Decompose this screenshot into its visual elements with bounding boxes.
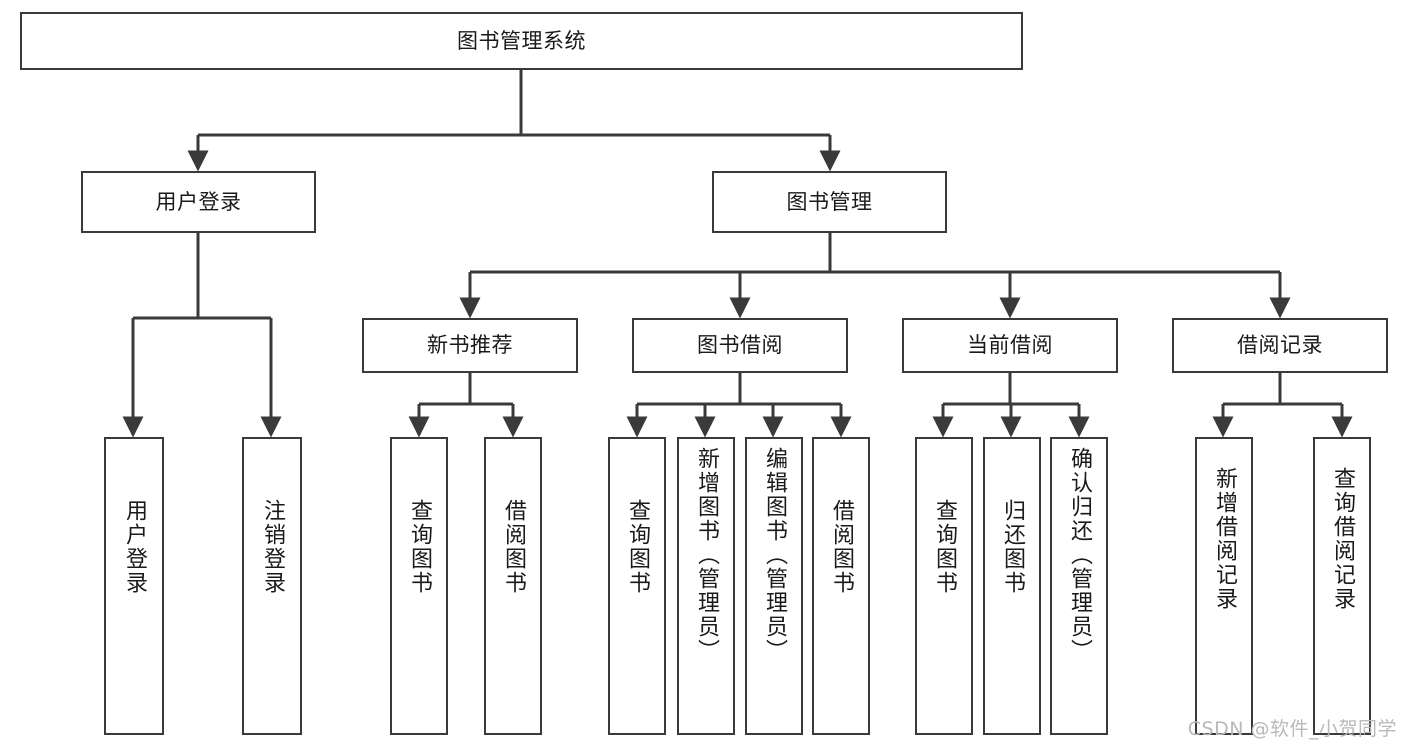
node-leaf-add-book[interactable]: 新增图书（管理员）: [677, 437, 735, 735]
node-new-book-recommend[interactable]: 新书推荐: [362, 318, 578, 373]
node-label: 新书推荐: [427, 333, 513, 358]
node-leaf-confirm-return[interactable]: 确认归还（管理员）: [1050, 437, 1108, 735]
node-leaf-borrow-book-recommend[interactable]: 借阅图书: [484, 437, 542, 735]
node-leaf-user-login[interactable]: 用户登录: [104, 437, 164, 735]
node-label: 新增图书（管理员）: [694, 447, 719, 663]
node-current-borrow[interactable]: 当前借阅: [902, 318, 1118, 373]
node-leaf-query-book-current[interactable]: 查询图书: [915, 437, 973, 735]
node-leaf-edit-book[interactable]: 编辑图书（管理员）: [745, 437, 803, 735]
node-label: 注销登录: [260, 499, 285, 595]
node-label: 当前借阅: [967, 333, 1053, 358]
node-label: 用户登录: [155, 189, 242, 214]
node-label: 查询图书: [932, 499, 957, 595]
node-label: 查询图书: [625, 499, 650, 595]
node-leaf-return-book[interactable]: 归还图书: [983, 437, 1041, 735]
node-label: 查询图书: [407, 499, 432, 595]
node-book-borrow[interactable]: 图书借阅: [632, 318, 848, 373]
node-label: 图书管理系统: [457, 28, 586, 53]
node-label: 借阅图书: [501, 499, 526, 595]
node-user-login[interactable]: 用户登录: [81, 171, 316, 233]
node-label: 新增借阅记录: [1212, 467, 1237, 611]
node-label: 归还图书: [1000, 499, 1025, 595]
node-label: 编辑图书（管理员）: [762, 447, 787, 663]
node-leaf-query-book-recommend[interactable]: 查询图书: [390, 437, 448, 735]
node-label: 图书管理: [786, 189, 873, 214]
node-label: 用户登录: [122, 499, 147, 595]
node-book-management-system[interactable]: 图书管理系统: [20, 12, 1023, 70]
node-leaf-user-logout[interactable]: 注销登录: [242, 437, 302, 735]
node-borrow-record[interactable]: 借阅记录: [1172, 318, 1388, 373]
node-label: 借阅记录: [1237, 333, 1323, 358]
node-leaf-add-borrow-record[interactable]: 新增借阅记录: [1195, 437, 1253, 735]
csdn-watermark: CSDN @软件_小贺同学: [1187, 718, 1397, 740]
node-leaf-query-book-borrow[interactable]: 查询图书: [608, 437, 666, 735]
node-book-manage[interactable]: 图书管理: [712, 171, 947, 233]
node-leaf-query-borrow-record[interactable]: 查询借阅记录: [1313, 437, 1371, 735]
node-label: 借阅图书: [829, 499, 854, 595]
node-label: 查询借阅记录: [1330, 467, 1355, 611]
node-leaf-borrow-book[interactable]: 借阅图书: [812, 437, 870, 735]
node-label: 图书借阅: [697, 333, 783, 358]
node-label: 确认归还（管理员）: [1067, 447, 1092, 663]
